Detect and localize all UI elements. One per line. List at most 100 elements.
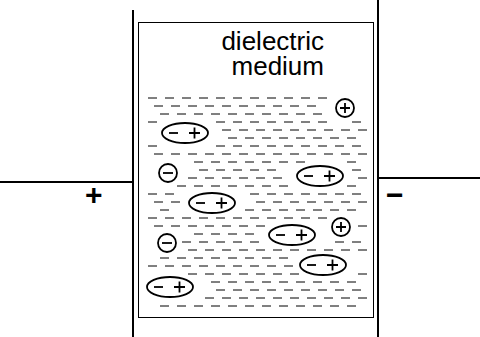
minus-sign bbox=[307, 264, 316, 266]
left-plate bbox=[132, 10, 134, 337]
dash-mark bbox=[256, 106, 265, 107]
dash-mark bbox=[330, 282, 339, 283]
dash-mark bbox=[165, 98, 174, 99]
dash-mark bbox=[301, 194, 310, 195]
dash-mark bbox=[199, 266, 208, 267]
dash-mark bbox=[262, 138, 271, 139]
polarity-sign: + bbox=[85, 180, 103, 210]
dash-mark bbox=[273, 178, 282, 179]
charge-symbols bbox=[147, 99, 354, 297]
negative-ion bbox=[159, 164, 177, 182]
dash-mark bbox=[313, 282, 322, 283]
dash-mark bbox=[341, 250, 350, 251]
dash-mark bbox=[148, 98, 157, 99]
dash-mark bbox=[256, 274, 265, 275]
dash-mark bbox=[290, 202, 299, 203]
dash-mark bbox=[216, 98, 225, 99]
dash-mark bbox=[182, 266, 191, 267]
dash-mark bbox=[352, 242, 361, 243]
dash-mark bbox=[222, 250, 231, 251]
dash-mark bbox=[245, 258, 254, 259]
dash-mark bbox=[341, 130, 350, 131]
dash-mark bbox=[358, 298, 367, 299]
dash-mark bbox=[228, 282, 237, 283]
dash-mark bbox=[290, 130, 299, 131]
dash-mark bbox=[205, 274, 214, 275]
dash-mark bbox=[216, 122, 225, 123]
dash-mark bbox=[211, 282, 220, 283]
positive-ion bbox=[332, 218, 350, 236]
dipole-outline bbox=[269, 225, 315, 245]
dash-mark bbox=[148, 122, 157, 123]
dash-mark bbox=[267, 170, 276, 171]
dipole-symbol bbox=[297, 166, 343, 186]
dash-mark bbox=[256, 178, 265, 179]
dash-mark bbox=[222, 274, 231, 275]
dash-mark bbox=[211, 306, 220, 307]
dash-mark bbox=[233, 98, 242, 99]
dash-mark bbox=[233, 242, 242, 243]
dash-mark bbox=[256, 298, 265, 299]
dash-mark bbox=[233, 266, 242, 267]
dash-mark bbox=[245, 138, 254, 139]
dash-mark bbox=[233, 122, 242, 123]
dash-mark bbox=[222, 154, 231, 155]
dash-mark bbox=[188, 274, 197, 275]
dash-mark bbox=[165, 194, 174, 195]
dash-mark bbox=[182, 98, 191, 99]
polarity-sign: − bbox=[386, 180, 404, 210]
dipole-outline bbox=[147, 277, 193, 297]
dash-mark bbox=[347, 306, 356, 307]
dipole-symbol bbox=[269, 225, 315, 245]
dash-mark bbox=[262, 114, 271, 115]
dash-mark bbox=[267, 146, 276, 147]
dash-mark bbox=[290, 274, 299, 275]
dash-mark bbox=[324, 154, 333, 155]
dash-mark bbox=[318, 146, 327, 147]
dash-mark bbox=[307, 130, 316, 131]
dash-mark bbox=[188, 106, 197, 107]
dash-mark bbox=[335, 242, 344, 243]
dash-mark bbox=[330, 210, 339, 211]
medium-hatching bbox=[148, 98, 367, 306]
dash-mark bbox=[205, 226, 214, 227]
plus-sign bbox=[340, 103, 350, 113]
dash-mark bbox=[148, 218, 157, 219]
dash-mark bbox=[205, 154, 214, 155]
dash-mark bbox=[194, 258, 203, 259]
dash-mark bbox=[211, 258, 220, 259]
dash-mark bbox=[160, 210, 169, 211]
dash-mark bbox=[284, 146, 293, 147]
dash-mark bbox=[177, 114, 186, 115]
dash-mark bbox=[250, 218, 259, 219]
dash-mark bbox=[216, 242, 225, 243]
dash-mark bbox=[216, 266, 225, 267]
dash-mark bbox=[245, 234, 254, 235]
dipole-symbol bbox=[162, 123, 208, 143]
ion-outline bbox=[159, 164, 177, 182]
dash-mark bbox=[262, 258, 271, 259]
dash-mark bbox=[165, 266, 174, 267]
dash-mark bbox=[148, 266, 157, 267]
dash-mark bbox=[194, 306, 203, 307]
dash-mark bbox=[233, 290, 242, 291]
dash-mark bbox=[307, 298, 316, 299]
dash-mark bbox=[358, 226, 367, 227]
dash-mark bbox=[216, 170, 225, 171]
dash-mark bbox=[273, 250, 282, 251]
dash-mark bbox=[182, 242, 191, 243]
dash-mark bbox=[250, 290, 259, 291]
dash-mark bbox=[335, 290, 344, 291]
dash-mark bbox=[165, 218, 174, 219]
dash-mark bbox=[262, 162, 271, 163]
dash-mark bbox=[296, 306, 305, 307]
dash-mark bbox=[341, 298, 350, 299]
dash-mark bbox=[239, 154, 248, 155]
dash-mark bbox=[160, 258, 169, 259]
dash-mark bbox=[352, 122, 361, 123]
plus-sign bbox=[327, 260, 338, 271]
dash-mark bbox=[148, 194, 157, 195]
dash-mark bbox=[296, 210, 305, 211]
dash-mark bbox=[216, 218, 225, 219]
dash-mark bbox=[194, 162, 203, 163]
